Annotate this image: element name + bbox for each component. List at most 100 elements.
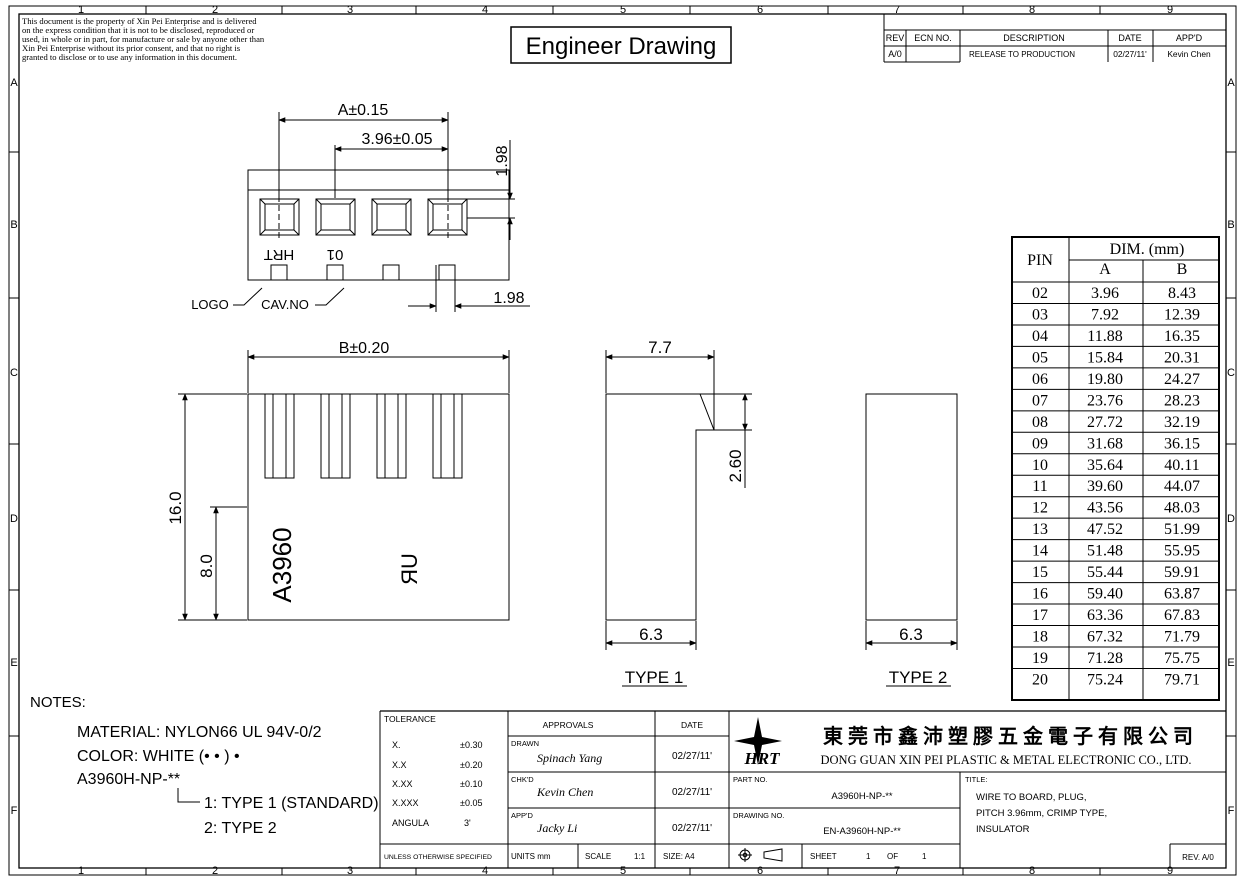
note-leader [177, 788, 200, 803]
row-label-right: E [1227, 657, 1234, 669]
table-pin: 20 [1032, 671, 1048, 688]
table-pin: 11 [1032, 478, 1047, 495]
company-name-en: DONG GUAN XIN PEI PLASTIC & METAL ELECTR… [821, 753, 1192, 767]
table-dim-b: 44.07 [1164, 478, 1200, 495]
col-label-top: 4 [482, 4, 488, 16]
sheet-no: 1 [866, 852, 871, 861]
type2-view [865, 393, 958, 687]
col-b-header: B [1177, 261, 1188, 278]
table-dim-a: 19.80 [1087, 371, 1123, 388]
drawn-label: DRAWN [511, 739, 539, 748]
table-pin: 08 [1032, 414, 1048, 431]
col-label-bottom: 2 [212, 865, 218, 877]
drawing-no-label: DRAWING NO. [733, 811, 784, 820]
type1-dim-step: 2.60 [726, 449, 745, 482]
appd-date: 02/27/11' [672, 823, 712, 834]
col-label-top: 5 [620, 4, 626, 16]
company-logo-text: HRT [744, 749, 781, 768]
dim-half-height: 8.0 [197, 554, 216, 578]
size: SIZE: A4 [663, 852, 695, 861]
title-line: WIRE TO BOARD, PLUG, [976, 792, 1087, 803]
disclaimer-line: granted to disclose or to use any inform… [22, 52, 237, 62]
part-marking: A3960 [267, 527, 297, 602]
table-dim-a: 15.84 [1087, 349, 1123, 366]
table-pin: 18 [1032, 629, 1048, 646]
revision-block [883, 14, 1226, 63]
date-value: 02/27/11' [1113, 49, 1147, 59]
row-label-right: D [1227, 513, 1235, 525]
dim-pitch: 3.96±0.05 [361, 131, 432, 148]
title-line: INSULATOR [976, 824, 1030, 835]
table-dim-a: 71.28 [1087, 650, 1123, 667]
title-label: TITLE: [965, 775, 988, 784]
date-header: DATE [1118, 33, 1141, 43]
table-pin: 02 [1032, 285, 1048, 302]
table-dim-b: 36.15 [1164, 435, 1200, 452]
table-dim-b: 79.71 [1164, 671, 1200, 688]
row-label-right: B [1227, 219, 1234, 231]
notes-heading: NOTES: [30, 694, 86, 711]
drawn-date: 02/27/11' [672, 751, 712, 762]
note-material: MATERIAL: NYLON66 UL 94V-0/2 [77, 724, 322, 741]
table-dim-a: 3.96 [1091, 285, 1119, 302]
table-dim-a: 7.92 [1091, 306, 1119, 323]
grid-labels: 1 2 3 4 5 6 7 8 9 1 2 3 4 5 6 7 8 9 A B … [10, 4, 1235, 877]
appd-name: Jacky Li [537, 821, 577, 835]
row-label-left: C [10, 367, 18, 379]
rev-header: REV [886, 33, 905, 43]
company-logo-icon [734, 717, 782, 765]
approvals-heading: APPROVALS [543, 720, 594, 730]
table-pin: 05 [1032, 349, 1048, 366]
table-dim-a: 31.68 [1087, 435, 1123, 452]
type2-label: TYPE 2 [889, 668, 948, 687]
type1-dim-top: 7.7 [648, 338, 672, 357]
disclaimer-line: used, in whole or in part, for manufactu… [22, 34, 265, 44]
dim-b: B±0.20 [339, 340, 390, 357]
table-pin: 07 [1032, 392, 1048, 409]
col-label-bottom: 8 [1029, 865, 1035, 877]
table-dim-a: 39.60 [1087, 478, 1123, 495]
table-dim-b: 71.79 [1164, 629, 1200, 646]
pin-header: PIN [1027, 252, 1053, 269]
tolerance-footer: UNLESS OTHERWISE SPECIFIED [384, 854, 492, 861]
title-box [510, 26, 732, 64]
col-label-bottom: 4 [482, 865, 488, 877]
projection-symbol-icon [738, 848, 783, 862]
col-label-bottom: 3 [347, 865, 353, 877]
note-option1: 1: TYPE 1 (STANDARD) [204, 795, 379, 812]
tol-label: X.X [392, 760, 407, 770]
drawn-name: Spinach Yang [537, 751, 602, 765]
note-color: COLOR: WHITE (• • ) • [77, 748, 240, 765]
table-dim-b: 8.43 [1168, 285, 1196, 302]
col-label-bottom: 6 [757, 865, 763, 877]
revision-code: REV. A/0 [1182, 853, 1214, 862]
sheet-total: 1 [922, 852, 927, 861]
table-dim-b: 75.75 [1164, 650, 1200, 667]
col-label-bottom: 1 [78, 865, 84, 877]
tolerance-heading: TOLERANCE [384, 714, 436, 724]
appd-label: APP'D [511, 811, 533, 820]
approvals-date-heading: DATE [681, 720, 703, 730]
dim-top-height: 1.98 [494, 145, 511, 176]
table-dim-a: 59.40 [1087, 586, 1123, 603]
table-dim-b: 20.31 [1164, 349, 1200, 366]
table-dim-b: 59.91 [1164, 564, 1200, 581]
col-label-bottom: 9 [1167, 865, 1173, 877]
table-pin: 04 [1032, 328, 1048, 345]
table-dim-b: 40.11 [1164, 457, 1199, 474]
row-label-left: D [10, 513, 18, 525]
table-pin: 09 [1032, 435, 1048, 452]
col-label-bottom: 5 [620, 865, 626, 877]
table-dim-a: 63.36 [1087, 607, 1123, 624]
type1-view [605, 350, 752, 687]
table-dim-a: 75.24 [1087, 671, 1123, 688]
drawing-no: EN-A3960H-NP-** [823, 826, 901, 837]
table-dim-a: 43.56 [1087, 500, 1123, 517]
table-dim-a: 35.64 [1087, 457, 1123, 474]
part-no-label: PART NO. [733, 775, 768, 784]
drawing-frame [8, 5, 1237, 876]
table-pin: 14 [1032, 543, 1048, 560]
dim-a: A±0.15 [338, 102, 389, 119]
table-pin: 16 [1032, 586, 1048, 603]
table-pin: 19 [1032, 650, 1048, 667]
